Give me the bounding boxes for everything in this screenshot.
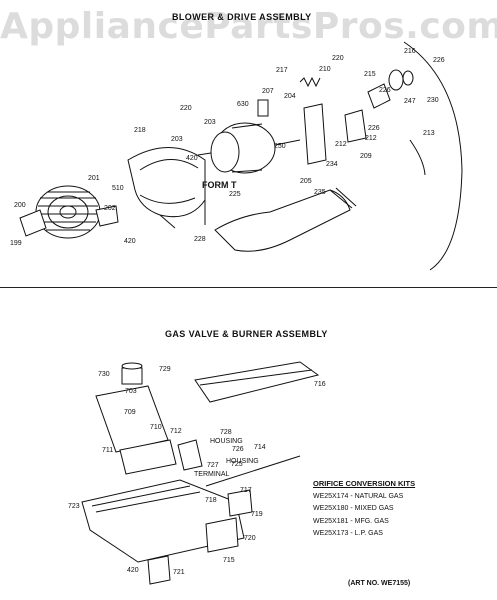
blower-part-number: 207	[262, 88, 274, 95]
gas-part-number: 726	[232, 446, 244, 453]
blower-part-number: 212	[335, 141, 347, 148]
gas-part-number: 728	[220, 429, 232, 436]
gas-part-number: 703	[125, 388, 137, 395]
orifice-kit-item: WE25X174 - NATURAL GAS	[313, 492, 404, 500]
terminal-label: TERMINAL	[194, 471, 230, 478]
idler-bracket-drawing	[367, 83, 391, 109]
burner-drawing	[194, 361, 320, 403]
gas-part-number: 719	[251, 511, 263, 518]
orifice-kits-table: ORIFICE CONVERSION KITS WE25X174 - NATUR…	[313, 478, 415, 541]
motor-drawing	[197, 99, 301, 174]
mounting-plate-drawing	[81, 479, 245, 563]
gas-part-number: 711	[102, 447, 113, 454]
housing-label-b: HOUSING	[226, 458, 259, 465]
blower-part-number: 209	[360, 153, 372, 160]
orifice-kits-header: ORIFICE CONVERSION KITS	[313, 479, 416, 488]
gas-part-number: 730	[98, 371, 110, 378]
blower-part-number: 220	[180, 105, 192, 112]
blower-part-number: 203	[204, 119, 216, 126]
heat-shield-drawing	[205, 517, 239, 553]
blower-part-number: 212	[365, 135, 377, 142]
art-number: (ART NO. WE7155)	[348, 580, 411, 587]
blower-part-number: 225	[229, 191, 241, 198]
blower-part-number: 226	[433, 57, 445, 64]
blower-housing-drawing	[127, 147, 206, 218]
blower-part-number: 226	[379, 87, 391, 94]
blower-wheel-drawing	[35, 185, 101, 239]
blower-part-number: 210	[319, 66, 331, 73]
blower-part-number: 510	[112, 185, 124, 192]
gas-part-number: 729	[159, 366, 171, 373]
gas-part-number: 715	[223, 557, 235, 564]
blower-part-number: 630	[237, 101, 249, 108]
blower-part-number: 226	[368, 125, 380, 132]
gas-part-number: 718	[205, 497, 217, 504]
gas-part-number: 717	[240, 487, 252, 494]
housing-label-a: HOUSING	[210, 438, 243, 445]
gas-part-number: 723	[68, 503, 80, 510]
motor-bracket-drawing	[303, 103, 327, 165]
blower-part-number: 234	[326, 161, 338, 168]
gas-part-number: 716	[314, 381, 326, 388]
gas-part-number: 725	[231, 461, 243, 468]
form-label: FORM T	[202, 180, 237, 190]
valve-coil-drawing	[121, 367, 143, 385]
blower-part-number: 204	[284, 93, 296, 100]
clip-drawing	[19, 209, 47, 237]
blower-part-number: 235	[314, 189, 326, 196]
gas-part-number: 727	[207, 462, 219, 469]
gas-part-number: 720	[244, 535, 256, 542]
blower-part-number: 420	[186, 155, 198, 162]
gas-part-number: 712	[170, 428, 182, 435]
blower-part-number: 250	[274, 143, 286, 150]
gas-part-number: 721	[173, 569, 185, 576]
blower-part-number: 247	[404, 98, 416, 105]
blower-section-title: BLOWER & DRIVE ASSEMBLY	[172, 12, 312, 22]
gas-part-number: 714	[254, 444, 266, 451]
gas-part-number: 709	[124, 409, 136, 416]
gas-part-number: 710	[150, 424, 162, 431]
pulley-drawing	[388, 69, 404, 91]
belt-drawing	[403, 41, 463, 271]
blower-part-number: 420	[124, 238, 136, 245]
gas-section-title: GAS VALVE & BURNER ASSEMBLY	[165, 329, 328, 339]
blower-part-number: 216	[404, 48, 416, 55]
blower-part-number: 202	[104, 205, 116, 212]
duct-drawing	[214, 189, 351, 252]
orifice-kit-item: WE25X181 - MFG. GAS	[313, 517, 389, 525]
bracket-drawing	[95, 205, 119, 227]
blower-part-number: 228	[194, 236, 206, 243]
section-divider	[0, 287, 497, 288]
blower-part-number: 203	[171, 136, 183, 143]
blower-part-number: 199	[10, 240, 22, 247]
igniter-drawing	[177, 439, 203, 471]
orifice-kit-item: WE25X173 - L.P. GAS	[313, 530, 383, 537]
sensor-tube-drawing	[205, 455, 301, 487]
blower-part-number: 230	[427, 97, 439, 104]
blower-part-number: 201	[88, 175, 100, 182]
orifice-kit-item: WE25X180 - MIXED GAS	[313, 505, 394, 512]
blower-part-number: 200	[14, 202, 26, 209]
blower-part-number: 217	[276, 67, 288, 74]
blower-part-number: 220	[332, 55, 344, 62]
gas-part-number: 420	[127, 567, 139, 574]
blower-part-number: 215	[364, 71, 376, 78]
blower-part-number: 218	[134, 127, 146, 134]
spring-drawing	[299, 76, 321, 88]
blower-part-number: 205	[300, 178, 312, 185]
blower-part-number: 213	[423, 130, 435, 137]
